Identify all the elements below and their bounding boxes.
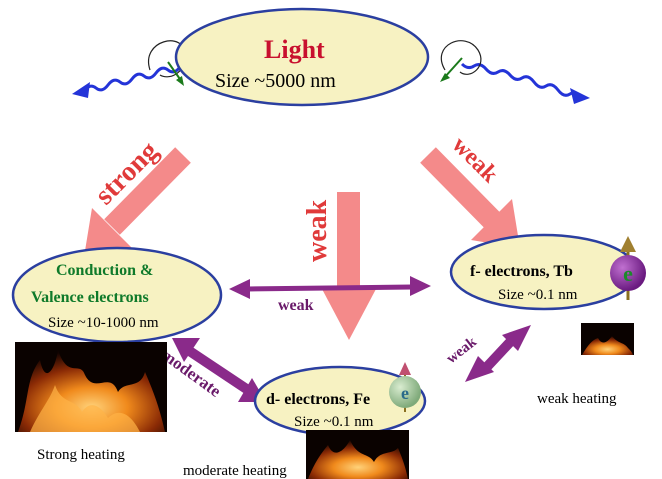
- label-moderate-heating: moderate heating: [183, 463, 287, 479]
- conduction-line1: Conduction &: [56, 262, 153, 279]
- fire-image-weak: [581, 323, 634, 355]
- arrow-weak-horizontal: [229, 276, 431, 299]
- label-weak-heating: weak heating: [537, 391, 617, 407]
- light-wave-right: [440, 40, 590, 104]
- light-title: Light: [264, 35, 325, 64]
- f-electrons-size: Size ~0.1 nm: [498, 287, 578, 303]
- fe-spin-sphere: e: [389, 362, 421, 412]
- conduction-line2: Valence electrons: [31, 289, 149, 306]
- d-electrons-title: d- electrons, Fe: [266, 391, 370, 408]
- fe-spin-label: e: [401, 383, 409, 403]
- tb-spin-label: e: [623, 261, 633, 286]
- fire-image-moderate: [306, 430, 409, 479]
- f-electrons-title: f- electrons, Tb: [470, 263, 573, 280]
- label-weak-lower: weak: [444, 334, 481, 368]
- arrow-strong: [84, 147, 191, 257]
- arrow-weak-lower: [465, 325, 531, 382]
- arrow-weak-right: [420, 147, 520, 248]
- label-weak-center: weak: [302, 199, 333, 262]
- light-wave-left: [72, 40, 186, 98]
- d-electrons-size: Size ~0.1 nm: [294, 414, 374, 430]
- conduction-size: Size ~10-1000 nm: [48, 315, 159, 331]
- light-size: Size ~5000 nm: [215, 70, 336, 92]
- label-strong-heating: Strong heating: [37, 447, 125, 463]
- light-ellipse: [174, 7, 430, 107]
- arrow-weak-center: [322, 192, 376, 340]
- tb-spin-sphere: e: [610, 236, 646, 300]
- fire-image-strong: [15, 342, 167, 432]
- label-weak-horizontal: weak: [278, 297, 314, 314]
